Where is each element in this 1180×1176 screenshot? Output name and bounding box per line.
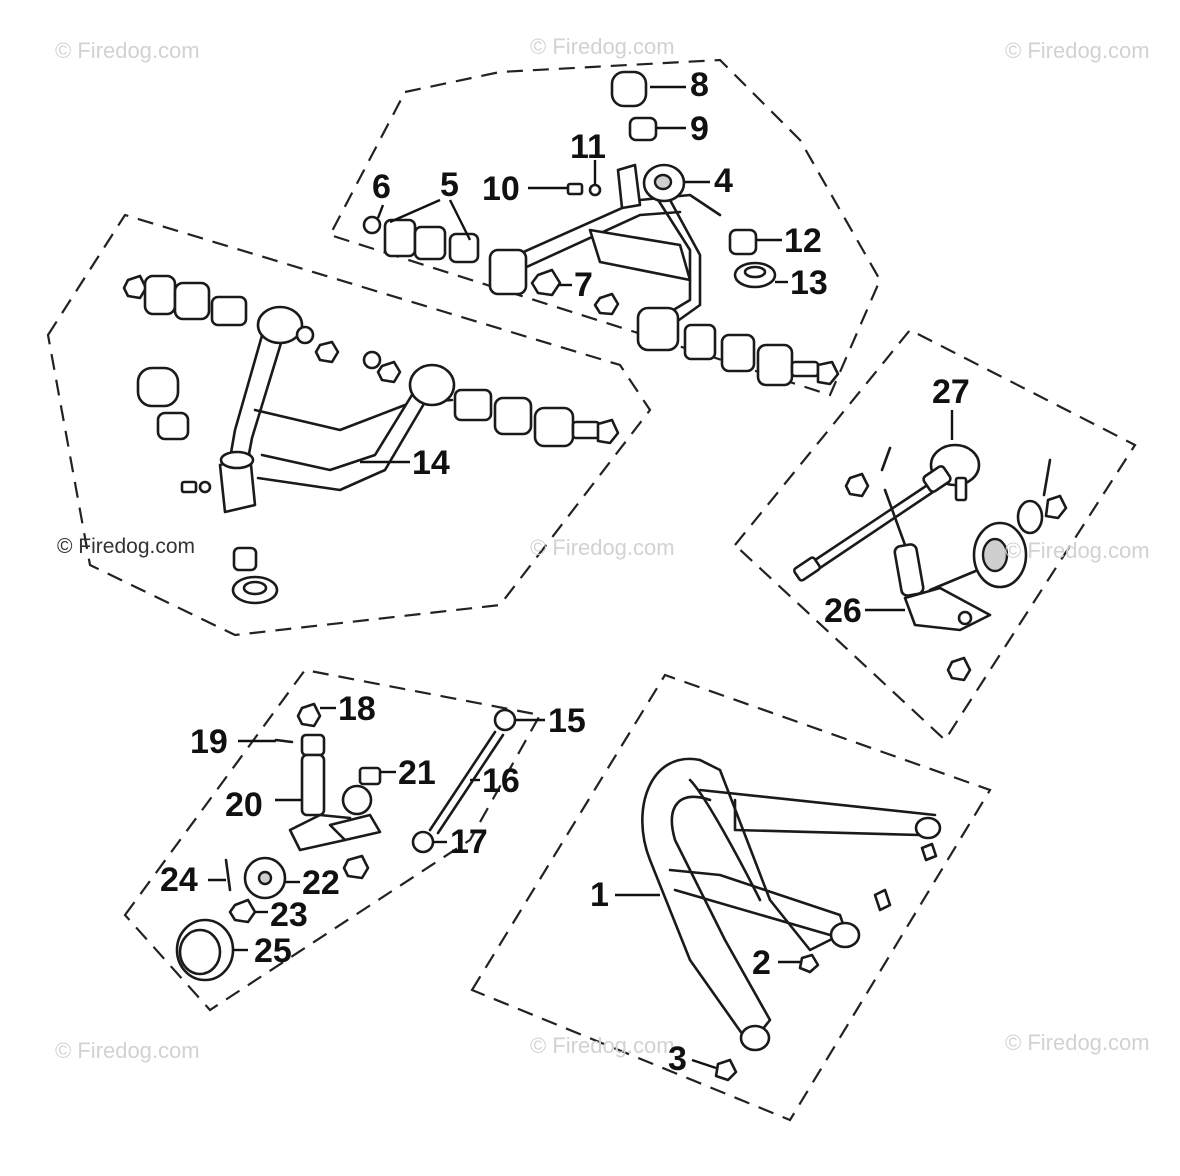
callout-6: 6: [372, 168, 391, 206]
callout-23: 23: [270, 896, 308, 934]
lower-arm-front-bushings: [122, 274, 248, 327]
lower-collar: [156, 411, 190, 441]
callout-12: 12: [784, 222, 822, 260]
lower-arm-rear-bushings: [453, 388, 620, 448]
callout-3: 3: [668, 1040, 687, 1078]
callout-25: 25: [254, 932, 292, 970]
group-outline-upper-arm: [328, 58, 882, 397]
pivot-bushing-left: [488, 248, 528, 296]
callout-24: 24: [160, 861, 198, 899]
callout-18: 18: [338, 690, 376, 728]
group-outline-lower-arm: [46, 213, 652, 637]
group-outline-bumper: [470, 673, 992, 1122]
front-bumper: [641, 757, 942, 1052]
callout-8: 8: [690, 66, 709, 104]
bushing-8: [610, 70, 648, 108]
callout-13: 13: [790, 264, 828, 302]
callout-22: 22: [302, 864, 340, 902]
watermark: © Firedog.com: [57, 535, 196, 558]
group-outline-steering-knuckle: [733, 328, 1137, 742]
bolt-6: [362, 215, 382, 235]
cotter-pin-24: [224, 858, 232, 892]
upper-a-arm: [508, 163, 722, 327]
watermark: © Firedog.com: [530, 34, 675, 59]
collar-12: [728, 228, 758, 256]
callout-15: 15: [548, 702, 586, 740]
callout-19: 19: [190, 723, 228, 761]
watermark: © Firedog.com: [1005, 538, 1150, 563]
watermark: © Firedog.com: [1005, 38, 1150, 63]
washer-11: [588, 183, 602, 197]
lower-a-arm: [218, 305, 456, 514]
watermark: © Firedog.com: [55, 1038, 200, 1063]
callout-9: 9: [690, 110, 709, 148]
collar-9: [628, 116, 658, 142]
callout-26: 26: [824, 592, 862, 630]
callout-14: 14: [412, 444, 450, 482]
bushing-set-5: [383, 218, 480, 264]
steering-knuckle: [793, 443, 1068, 682]
knuckle-spindle: [288, 702, 382, 880]
bolt-2: [798, 953, 820, 974]
callout-10: 10: [482, 170, 520, 208]
watermark: © Firedog.com: [530, 1033, 675, 1058]
watermark: © Firedog.com: [1005, 1030, 1150, 1055]
callout-21: 21: [398, 754, 436, 792]
upper-arm-rear-bushings: [636, 306, 840, 387]
group-outline-tie-rod: [123, 668, 542, 1012]
callout-27: 27: [932, 373, 970, 411]
callout-2: 2: [752, 944, 771, 982]
grease-fitting-10: [566, 182, 584, 196]
nut-7: [530, 268, 562, 297]
cotter-pin-19: [274, 738, 294, 744]
lower-bushing-cap: [136, 366, 180, 408]
watermark: © Firedog.com: [530, 535, 675, 560]
watermark: © Firedog.com: [55, 38, 200, 63]
callout-11: 11: [570, 128, 606, 166]
callout-5: 5: [440, 166, 459, 204]
callout-20: 20: [225, 786, 263, 824]
bolt-3: [714, 1058, 738, 1082]
callout-1: 1: [590, 876, 609, 914]
nut-23: [228, 898, 257, 924]
callout-16: 16: [482, 762, 520, 800]
callout-17: 17: [450, 823, 488, 861]
callout-7: 7: [574, 266, 593, 304]
callout-4: 4: [714, 162, 733, 200]
